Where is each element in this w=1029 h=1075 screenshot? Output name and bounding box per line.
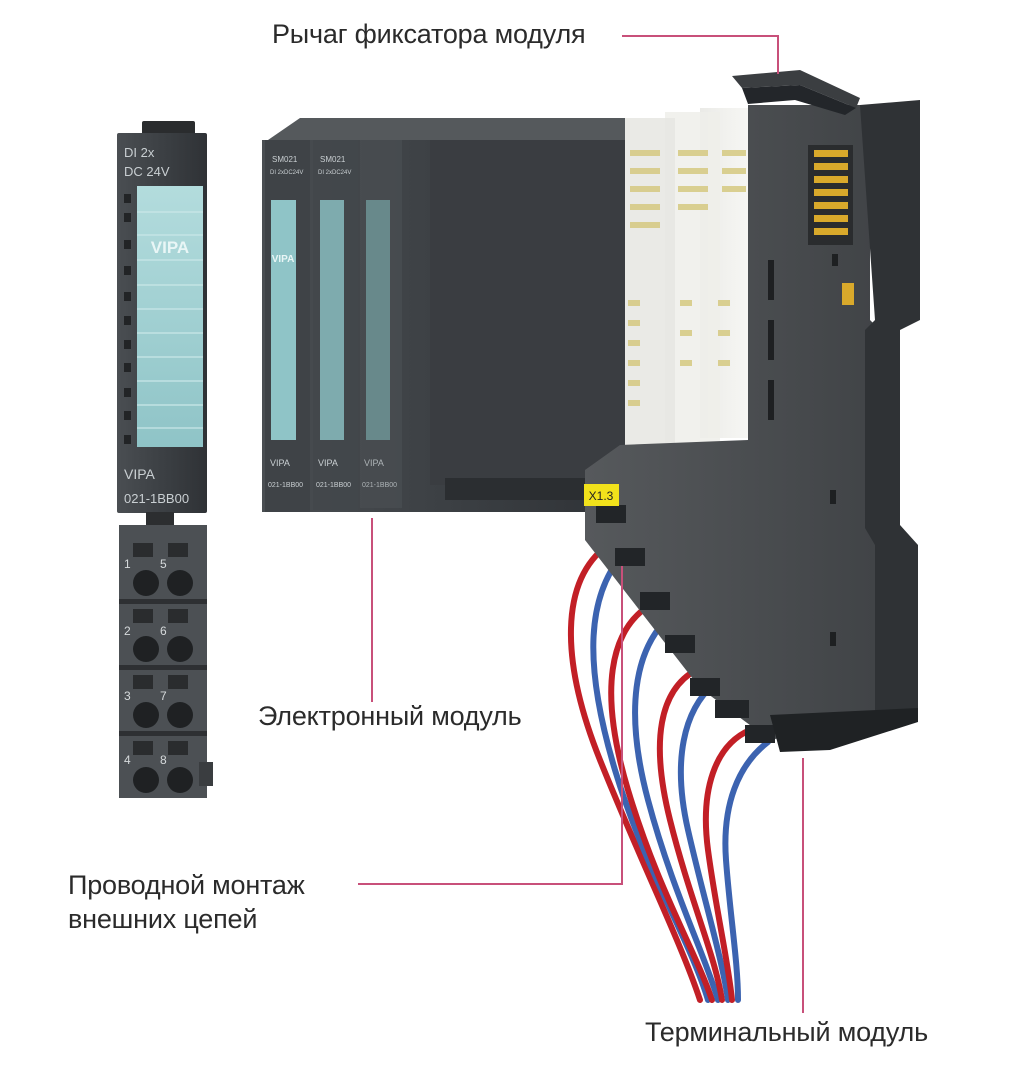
terminal-module-gold-contacts: [814, 150, 854, 305]
front-panel-1-part: 021-1BB00: [268, 482, 303, 489]
front-panel-2-window: [320, 200, 344, 440]
left-module-type-line1: DI 2x: [124, 145, 155, 160]
front-panel-1-top: SM021: [272, 155, 298, 164]
left-module-brand: VIPA: [124, 466, 156, 482]
left-module-terminal-slots: [133, 543, 188, 755]
module-release-lever[interactable]: [732, 70, 860, 108]
wire-red-3: [656, 667, 725, 1003]
left-module-pin-4: 4: [124, 753, 131, 767]
left-module: DI 2x DC 24V VIPA VIPA 021-1BB00 1 5 2 6…: [117, 121, 213, 798]
electronic-module-top: [268, 118, 625, 140]
left-module-part-number: 021-1BB00: [124, 491, 189, 506]
right-assembly: SM021 DI 2xDC24V VIPA VIPA 021-1BB00 SM0…: [262, 70, 920, 1003]
left-module-pin-2: 2: [124, 624, 131, 638]
front-panel-1-window: [271, 200, 296, 440]
left-module-terminal-holes: [133, 570, 193, 793]
wire-red-1: [568, 542, 703, 1003]
terminal-module-front-strip: [860, 100, 920, 715]
electronic-module-side-face: [430, 140, 625, 485]
terminal-tag: [584, 484, 619, 506]
left-module-pin-7: 7: [160, 689, 167, 703]
front-panel-2-brand: VIPA: [318, 458, 338, 468]
front-panel-1-logo: VIPA: [272, 254, 295, 265]
left-module-pin-1: 1: [124, 557, 131, 571]
label-wiring-line1: Проводной монтаж: [68, 870, 305, 900]
left-module-latch-tab: [146, 512, 174, 528]
left-module-window-logo: VIPA: [151, 238, 189, 257]
wiring-bundle: [568, 542, 771, 1003]
leader-lines: [358, 35, 804, 1013]
label-lever: Рычаг фиксатора модуля: [272, 19, 586, 49]
left-module-pin-5: 5: [160, 557, 167, 571]
left-module-top-latch: [142, 121, 195, 135]
left-module-led-window: [137, 186, 203, 447]
left-module-type-line2: DC 24V: [124, 164, 170, 179]
label-electronic-module: Электронный модуль: [258, 701, 522, 731]
leader-lever: [622, 35, 779, 74]
ghost-contacts: [628, 150, 746, 406]
front-panel-3-brand: VIPA: [364, 458, 384, 468]
terminal-clamps: [596, 505, 775, 743]
terminal-module-vents: [768, 254, 838, 646]
label-wiring-line2: внешних цепей: [68, 904, 258, 934]
front-panel-3-part: 021-1BB00: [362, 482, 397, 489]
front-panel-1-sub: DI 2xDC24V: [270, 170, 303, 176]
left-module-led-notches: [124, 194, 131, 444]
front-panel-3-window: [366, 200, 390, 440]
left-module-pin-3: 3: [124, 689, 131, 703]
left-module-bottom-clip: [199, 762, 213, 786]
wire-blue-3: [677, 681, 731, 1003]
front-panel-2-sub: DI 2xDC24V: [318, 170, 351, 176]
terminal-module-base-rail: [770, 708, 918, 752]
label-terminal-module: Терминальный модуль: [645, 1017, 928, 1047]
wire-blue-2: [632, 615, 721, 1003]
front-panel-1-brand: VIPA: [270, 458, 290, 468]
wire-red-2: [608, 602, 715, 1003]
leader-wiring: [358, 566, 623, 885]
electronic-module-bottom-lip: [445, 478, 615, 500]
left-module-pin-6: 6: [160, 624, 167, 638]
left-module-terminal-dividers: [119, 599, 207, 736]
wire-red-4: [702, 727, 753, 1003]
left-module-pin-8: 8: [160, 753, 167, 767]
front-panel-2-part: 021-1BB00: [316, 482, 351, 489]
left-module-window-lines: [137, 211, 203, 429]
terminal-tag-text: X1.3: [589, 489, 614, 503]
module-release-lever-shadow: [742, 85, 856, 115]
wire-blue-4: [722, 739, 771, 1003]
front-panel-2-top: SM021: [320, 155, 346, 164]
